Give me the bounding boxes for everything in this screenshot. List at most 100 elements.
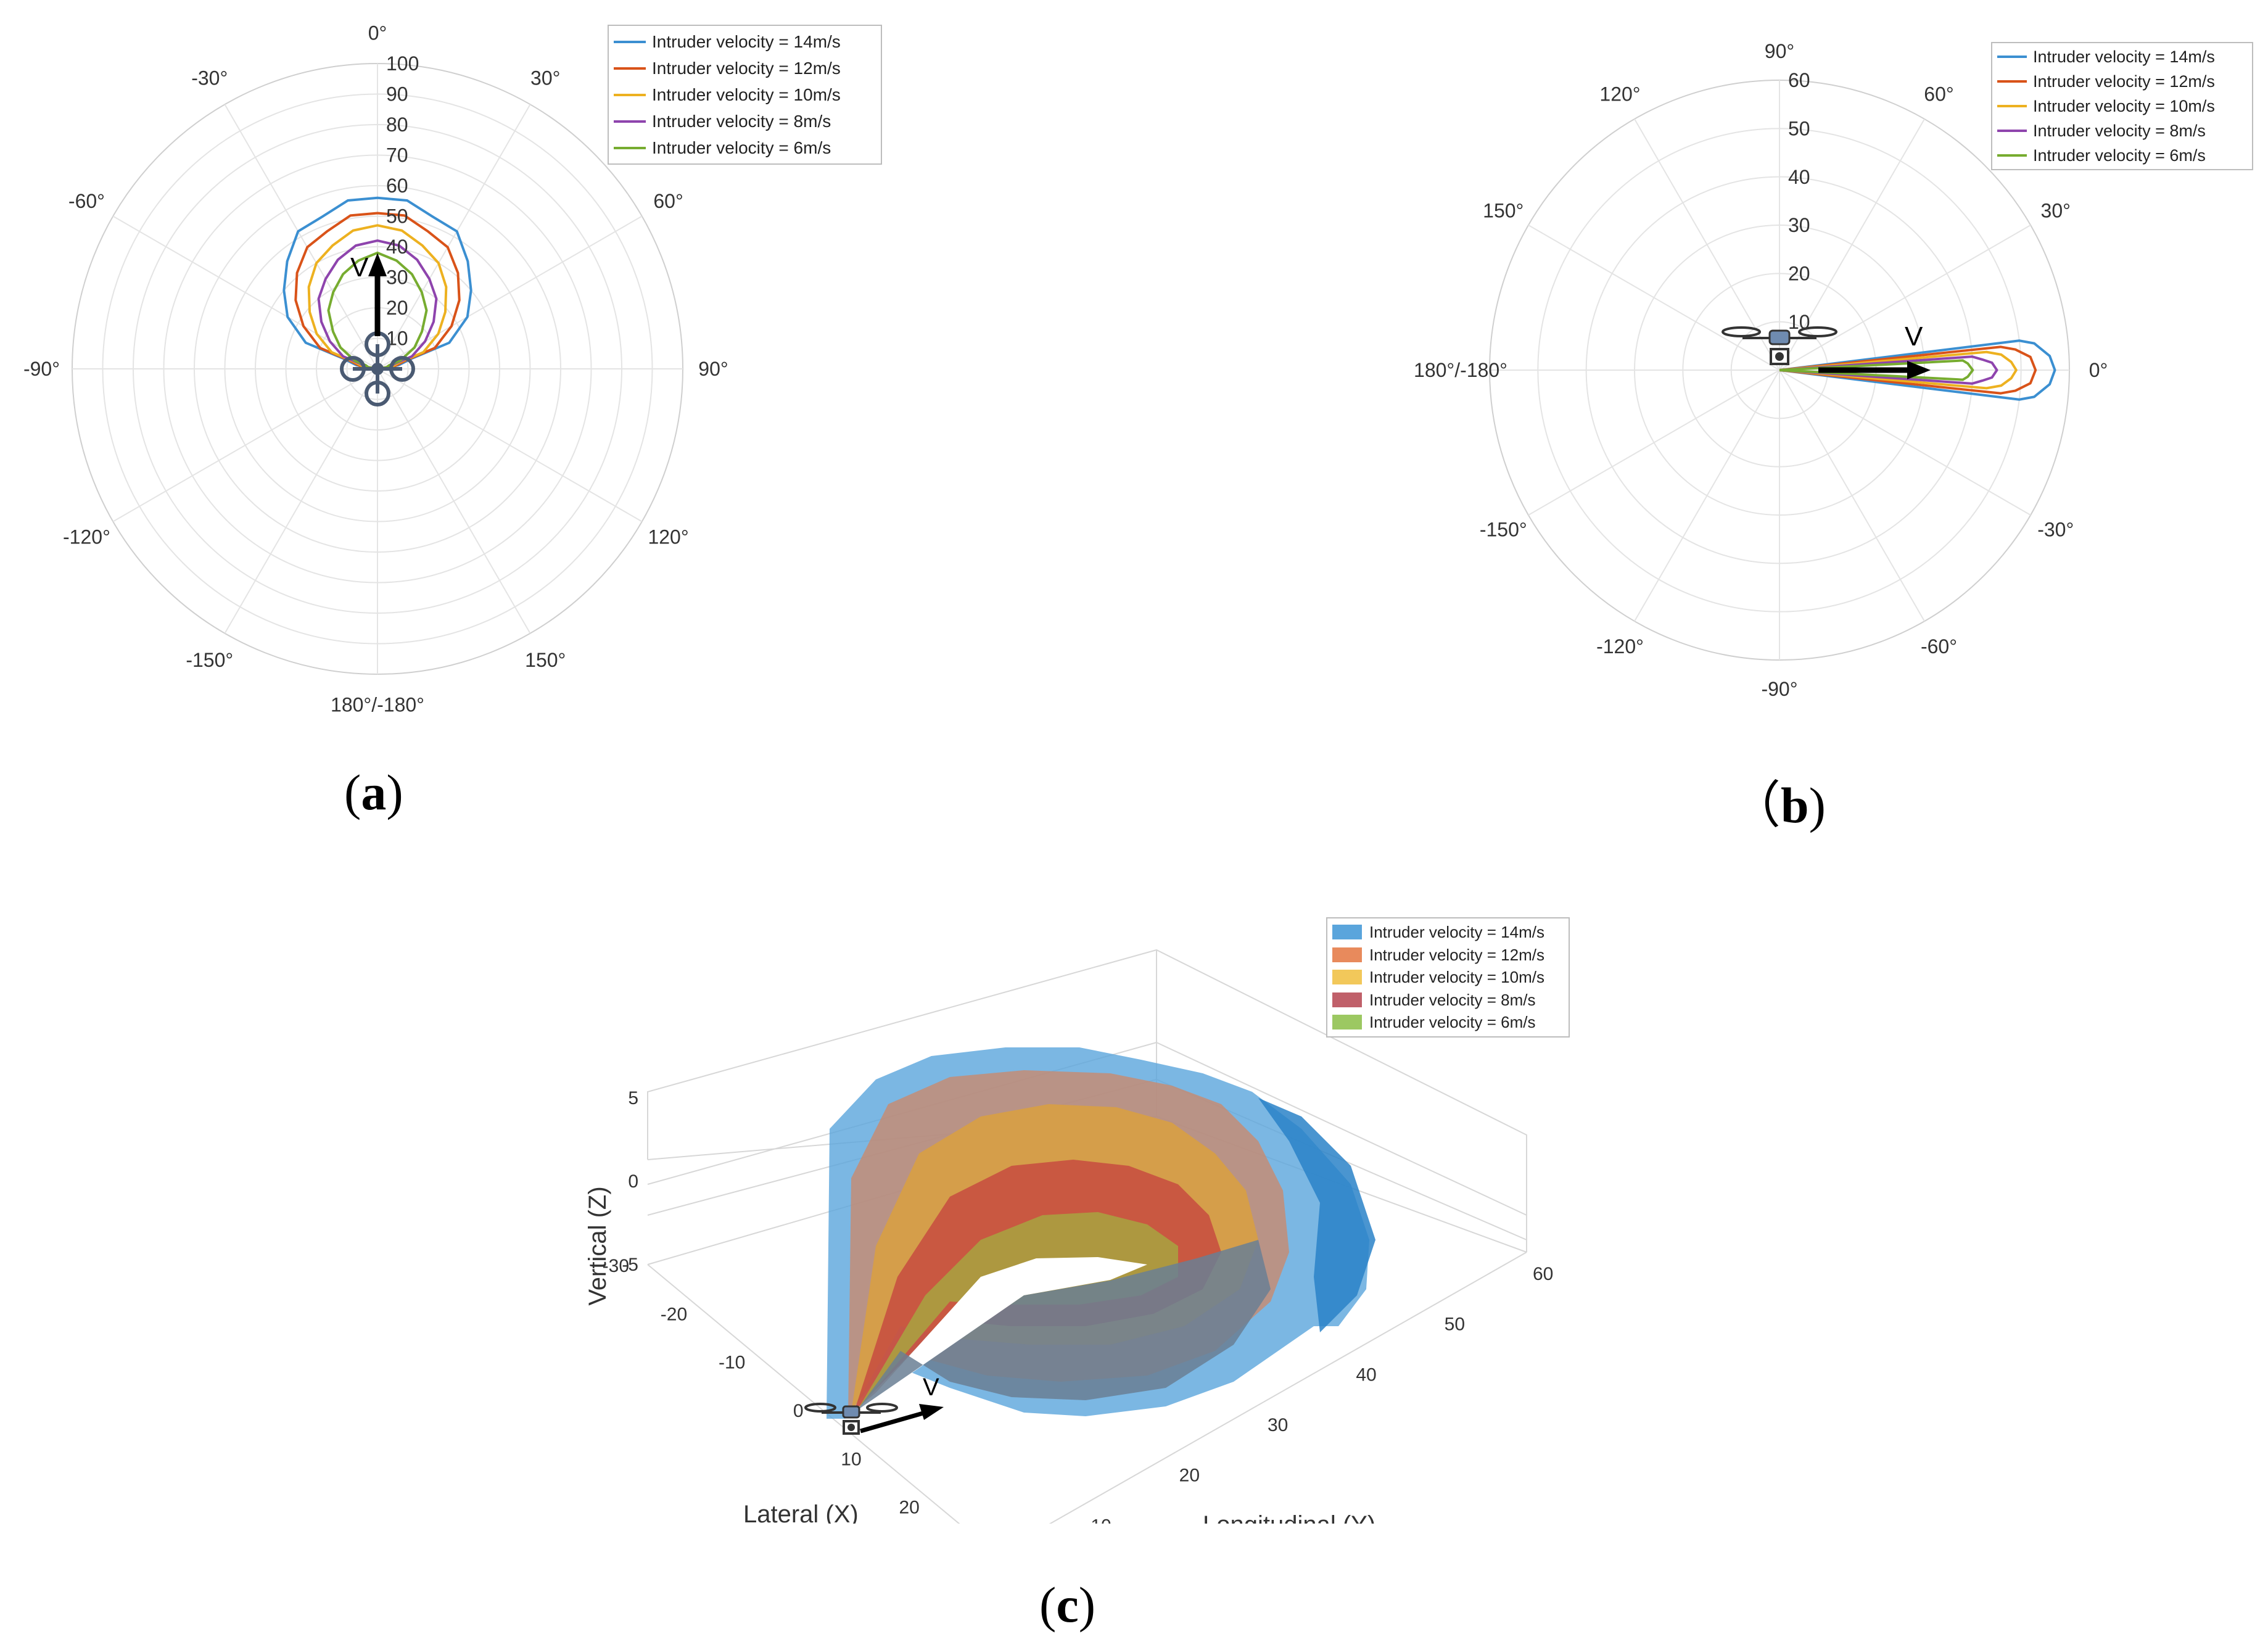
angle-tick-label: -60° (1921, 635, 1957, 658)
x-tick-label: 0 (793, 1401, 804, 1421)
angle-tick-label: 120° (1599, 83, 1640, 105)
legend-item: Intruder velocity = 12m/s (614, 55, 876, 81)
angle-tick-label: -30° (2037, 519, 2074, 541)
radial-tick-label: 60 (1788, 69, 1810, 91)
grid-spoke (1528, 369, 1780, 516)
z-tick-label: 5 (628, 1088, 638, 1108)
radial-tick-label: 50 (386, 205, 408, 228)
angle-tick-label: 150° (525, 649, 566, 671)
legend-item: Intruder velocity = 6m/s (1332, 1011, 1564, 1034)
angle-tick-label: 30° (530, 67, 560, 89)
angle-tick-label: -150° (1480, 519, 1527, 541)
radial-tick-label: 90 (386, 83, 408, 105)
surface-series-cutout (864, 1257, 1147, 1406)
radial-tick-label: 100 (386, 52, 419, 75)
velocity-label: V (923, 1374, 939, 1401)
caption-c: (c) (1039, 1577, 1096, 1633)
y-tick-label: 50 (1445, 1314, 1465, 1335)
surface-series-14-side (1258, 1098, 1375, 1332)
y-tick-label: 10 (1091, 1516, 1111, 1524)
legend-item: Intruder velocity = 8m/s (1332, 989, 1564, 1012)
polar-chart-b: 0°30°60°90°120°150°180°/-180°-150°-120°-… (1414, 40, 2108, 700)
legend-item: Intruder velocity = 8m/s (614, 108, 876, 134)
grid-spoke (377, 215, 643, 369)
drone-icon (804, 1403, 898, 1435)
series-line (1779, 350, 2018, 390)
x-tick-label: -30 (603, 1256, 629, 1276)
legend-item: Intruder velocity = 6m/s (614, 134, 876, 161)
caption-b: （b) (1730, 777, 1826, 833)
legend-swatch (1332, 1015, 1362, 1030)
y-tick-label: 60 (1533, 1264, 1553, 1284)
caption-a: (a) (344, 764, 403, 820)
legend-item: Intruder velocity = 10m/s (1332, 966, 1564, 989)
z-tick-label: -5 (622, 1255, 638, 1275)
angle-tick-label: 90° (1765, 40, 1794, 62)
velocity-arrow-icon (1818, 361, 1931, 379)
series-line (307, 224, 448, 370)
legend-swatch (1332, 992, 1362, 1007)
angle-tick-label: 150° (1483, 200, 1524, 222)
y-tick-label: 30 (1268, 1415, 1288, 1435)
z-tick-label: 0 (628, 1171, 638, 1192)
surface-series-group-c (827, 1047, 1375, 1419)
angle-tick-label: -90° (23, 358, 60, 380)
series-group-a (282, 196, 472, 370)
drone-icon (1722, 326, 1837, 365)
legend-swatch (1332, 925, 1362, 940)
legend-swatch (1997, 130, 2027, 132)
legend-item: Intruder velocity = 8m/s (1997, 118, 2247, 143)
angle-tick-label: -120° (63, 526, 110, 548)
z-axis-label: Vertical (Z) (584, 1186, 611, 1305)
series-line (1779, 355, 1998, 385)
legend-swatch (1997, 56, 2027, 58)
y-tick-label: 40 (1356, 1364, 1376, 1385)
legend-item: Intruder velocity = 10m/s (614, 81, 876, 108)
x-tick-label: -20 (661, 1304, 687, 1324)
radial-tick-label: 10 (1788, 311, 1810, 333)
grid-spoke (1528, 225, 1780, 371)
angle-tick-label: 0° (2089, 359, 2108, 381)
angle-tick-label: -30° (191, 67, 228, 89)
legend-swatch (1997, 105, 2027, 107)
angle-tick-label: 120° (648, 526, 688, 548)
angle-tick-label: 180°/-180° (1414, 359, 1507, 381)
grid-spoke (224, 104, 378, 369)
legend-item: Intruder velocity = 14m/s (614, 28, 876, 55)
grid-spoke (377, 368, 643, 522)
grid-spoke (1779, 225, 2031, 371)
angle-tick-label: 90° (698, 358, 728, 380)
legend-item: Intruder velocity = 10m/s (1997, 94, 2247, 118)
y-tick-label: 20 (1179, 1466, 1200, 1486)
angle-tick-label: 60° (653, 190, 683, 212)
grid-spoke (112, 368, 378, 522)
series-line (317, 239, 438, 370)
grid-spoke (112, 215, 378, 369)
angle-tick-label: -150° (186, 649, 233, 671)
angle-tick-label: -120° (1596, 635, 1644, 658)
surface-series-front (857, 1240, 1271, 1410)
z-axis-c: -5 0 5 (622, 1088, 638, 1275)
radial-tick-label: 70 (386, 144, 408, 167)
legend-item: Intruder velocity = 14m/s (1997, 44, 2247, 69)
radial-tick-label: 20 (1788, 263, 1810, 285)
legend-b: Intruder velocity = 14m/s Intruder veloc… (1991, 42, 2253, 170)
legend-swatch (1332, 947, 1362, 962)
velocity-label: V (1905, 321, 1923, 352)
y-axis-label: Longitudinal (Y) (1203, 1511, 1375, 1524)
series-group-b (1779, 339, 2056, 401)
legend-swatch (1997, 80, 2027, 83)
angle-tick-label: 180°/-180° (331, 694, 424, 716)
radial-tick-label: 80 (386, 113, 408, 136)
angle-tick-labels-b: 0°30°60°90°120°150°180°/-180°-150°-120°-… (1414, 40, 2108, 700)
legend-swatch (1997, 154, 2027, 157)
radial-tick-label: 20 (386, 297, 408, 319)
grid-spoke (224, 368, 378, 634)
radial-tick-label: 40 (1788, 166, 1810, 188)
angle-tick-labels-a: 0°30°60°90°120°150°180°/-180°-150°-120°-… (23, 22, 728, 716)
legend-swatch (614, 120, 646, 123)
radial-tick-label: 60 (386, 175, 408, 197)
series-line (327, 251, 428, 370)
